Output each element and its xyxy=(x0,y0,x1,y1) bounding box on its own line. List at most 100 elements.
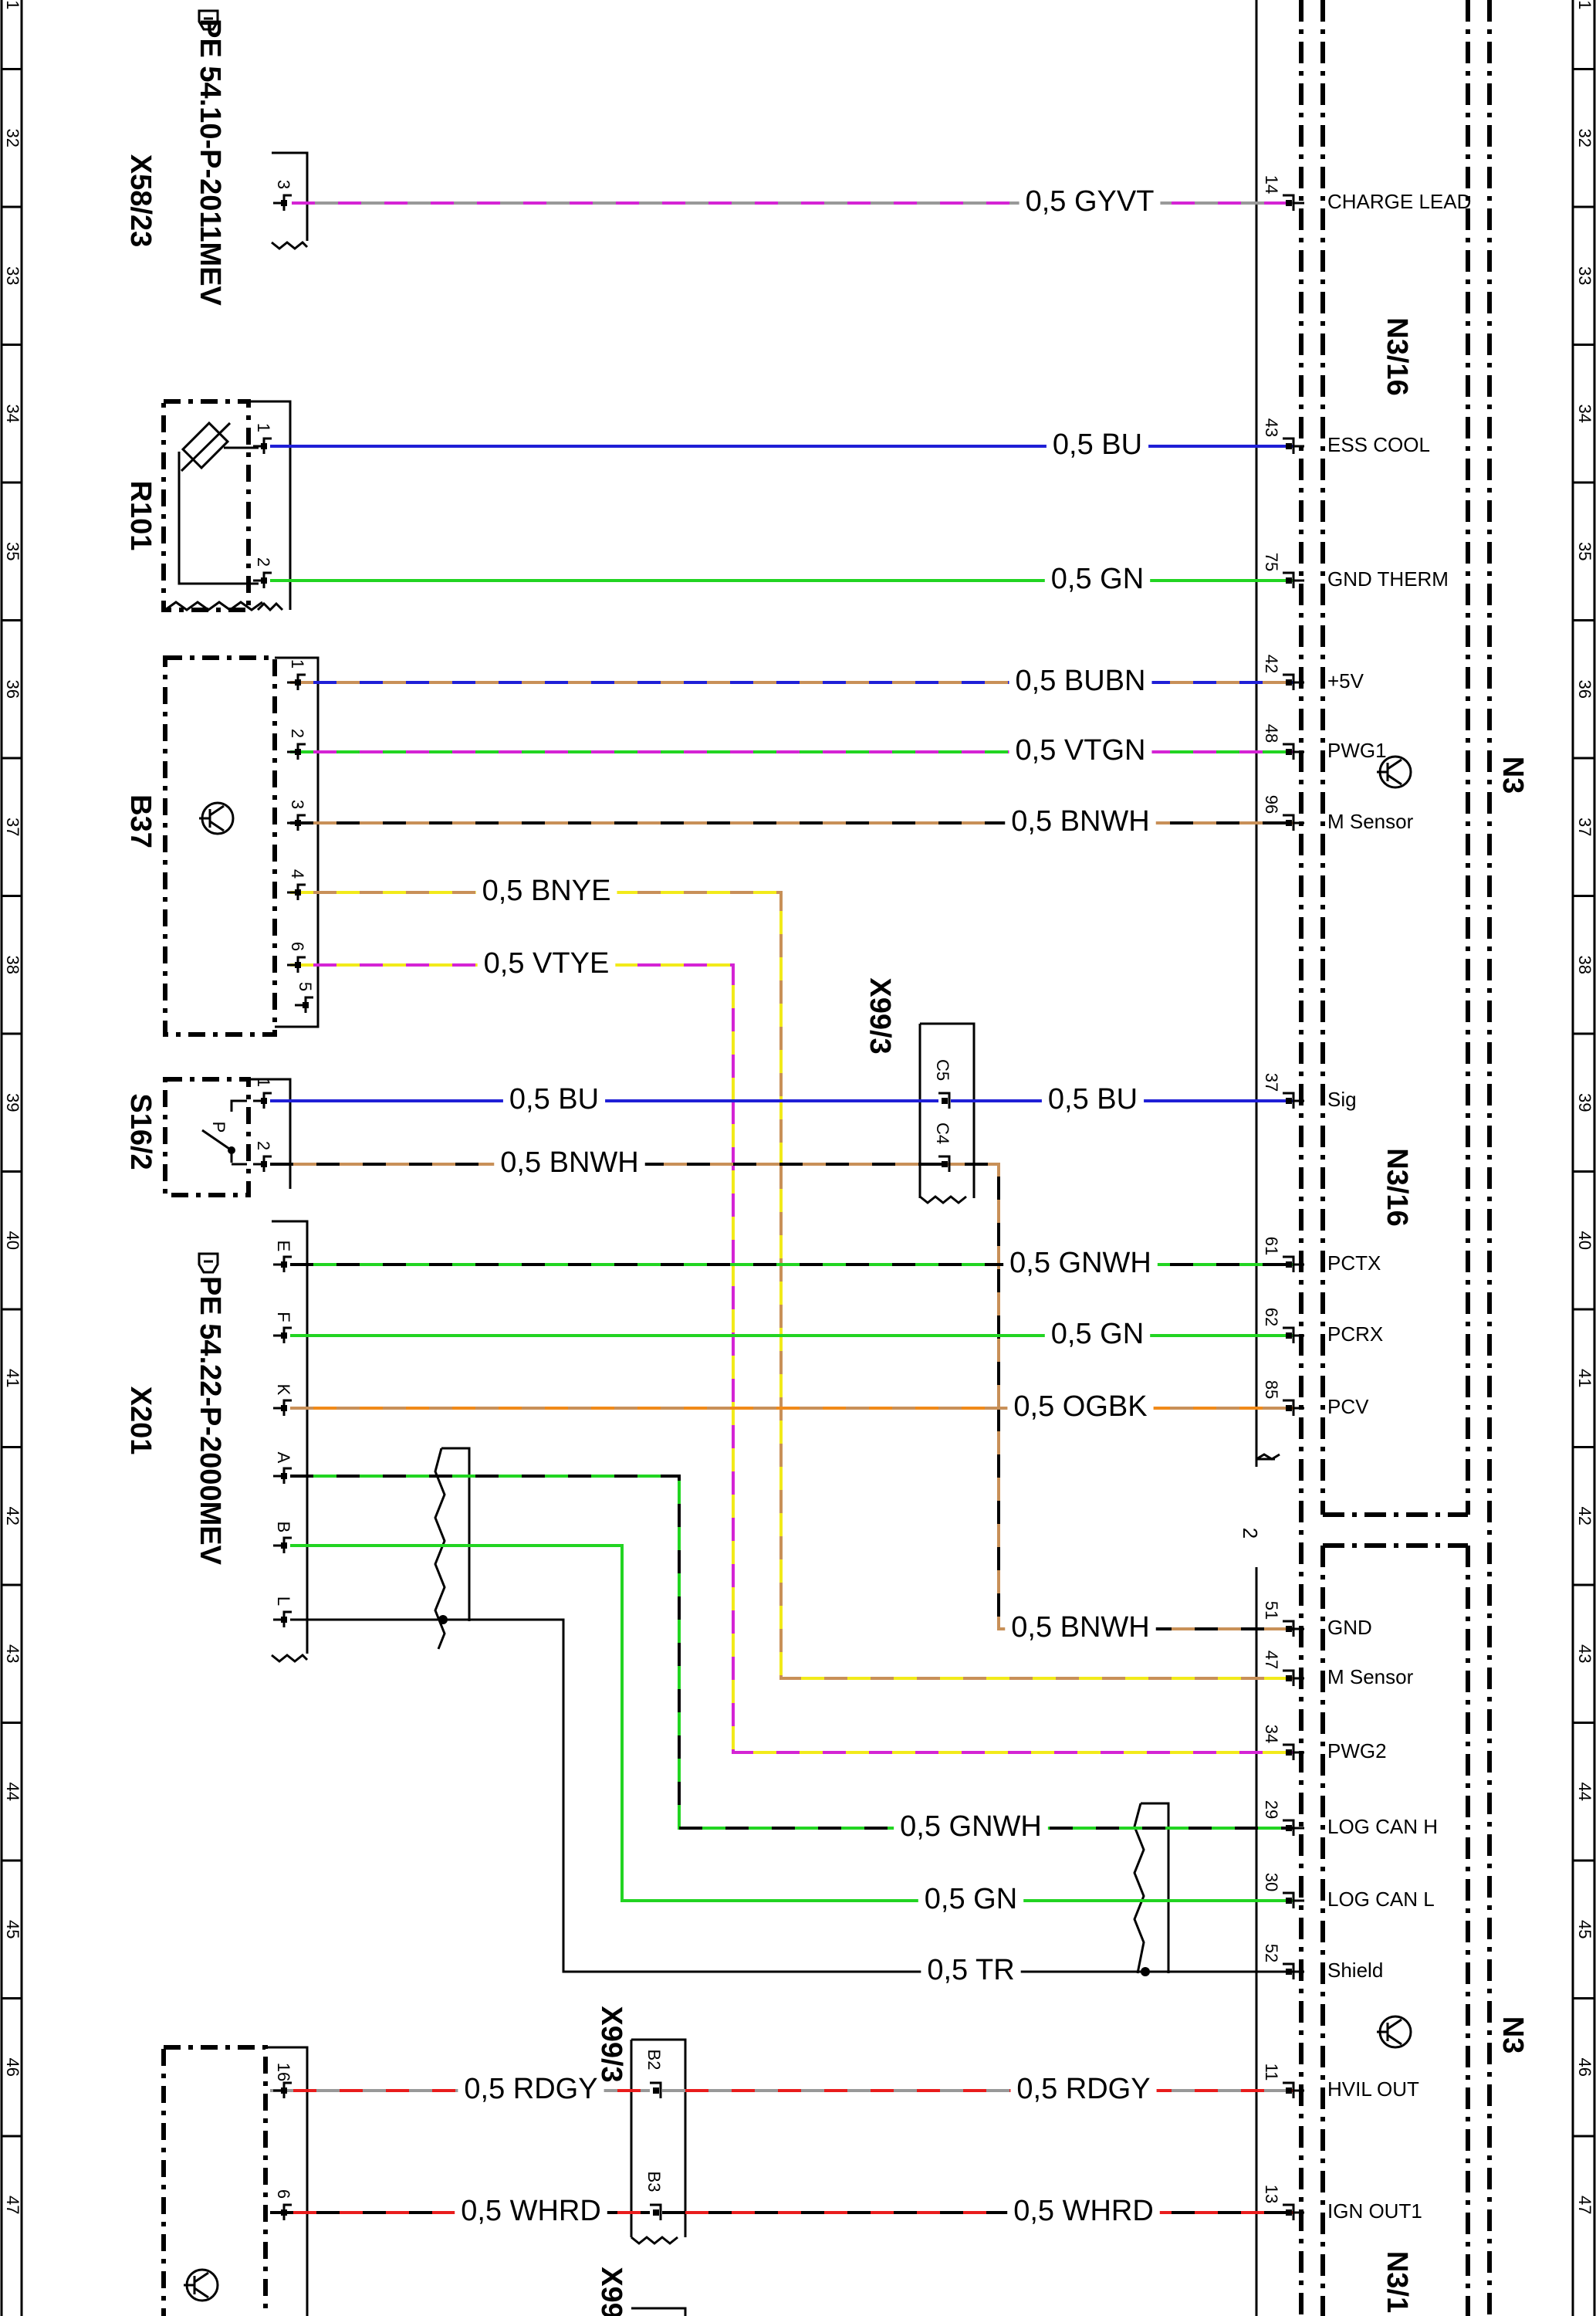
wire-label: 0,5 RDGY xyxy=(1016,2073,1150,2105)
ecu-signal-name: GND THERM xyxy=(1327,567,1449,591)
wire-label-bg xyxy=(918,1884,1024,1918)
left-component-outlines xyxy=(161,151,1258,2316)
wire-label-bg xyxy=(494,1147,645,1181)
zone-number: 46 xyxy=(3,2058,22,2077)
pin-label: A xyxy=(274,1452,293,1464)
zone-number: 33 xyxy=(3,266,22,285)
zone-number: 32 xyxy=(3,129,22,147)
zone-number: 31 xyxy=(3,0,22,9)
ecu-pin-number: 47 xyxy=(1262,1651,1281,1669)
wire-label: 0,5 WHRD xyxy=(461,2195,601,2227)
transistor-icon xyxy=(184,2268,219,2302)
ecu-signal-name: M Sensor xyxy=(1327,1665,1414,1688)
ecu-signal-name: PCV xyxy=(1327,1395,1369,1418)
ecu-pin-number: 75 xyxy=(1262,553,1281,571)
pin-label: 4 xyxy=(288,869,307,879)
ecu-signal-name: PWG2 xyxy=(1327,1739,1387,1762)
pin-label: 16 xyxy=(274,2063,293,2081)
component-label: N3 xyxy=(1496,2016,1529,2054)
junction-dot xyxy=(438,1615,448,1624)
component-label: N3/16 xyxy=(1381,317,1413,395)
wire-label-bg xyxy=(502,1084,606,1118)
ecu-pin-number: 42 xyxy=(1262,655,1281,673)
component-label: N3/1 xyxy=(1381,2251,1413,2313)
ecu-pin-number: 29 xyxy=(1262,1800,1281,1819)
wire-label-bg xyxy=(475,875,617,909)
pin-label: 5 xyxy=(296,982,315,991)
ecu-signal-name: M Sensor xyxy=(1327,810,1414,833)
zone-number: 37 xyxy=(3,818,22,836)
component-label: X201 xyxy=(124,1387,157,1455)
component-label: R101 xyxy=(124,481,157,551)
wire-shield xyxy=(290,1618,1293,1973)
ecu-pin-number: 11 xyxy=(1262,2064,1281,2081)
left-pin-b37: 5 xyxy=(295,982,315,1013)
pin-label: B xyxy=(274,1522,293,1533)
wire-label: 0,5 BNWH xyxy=(1011,1611,1149,1644)
ecu-signal-name: CHARGE LEAD xyxy=(1327,190,1471,213)
ecu-pin-47: 47 M Sensor xyxy=(1262,1651,1413,1688)
zone-number: 35 xyxy=(1575,542,1594,560)
reference-note: PE 54.10-P-2011MEV xyxy=(194,19,226,306)
wire-label-bg xyxy=(1009,665,1152,699)
pin-label: 3 xyxy=(288,800,307,809)
twist-shield-marks xyxy=(434,1447,1170,1974)
wire-label: 0,5 GYVT xyxy=(1026,185,1155,218)
ecu-pin-42: 42 +5V xyxy=(1262,655,1364,692)
zone-number: 33 xyxy=(1575,266,1594,285)
wire-label: 0,5 BNWH xyxy=(1011,805,1149,838)
pin-label: 1 xyxy=(254,423,273,432)
left-pin-x201: K xyxy=(273,1384,293,1416)
wire-label-bg xyxy=(1007,2196,1160,2230)
wire-label: 0,5 TR xyxy=(927,1954,1014,1986)
left-pin-b37: 4 xyxy=(287,869,307,900)
component-label: X58/23 xyxy=(124,154,157,247)
wire-label-bg xyxy=(458,2074,604,2108)
zone-number: 41 xyxy=(3,1369,22,1387)
zone-number: 42 xyxy=(1575,1507,1594,1525)
reference-note: PE 54.22-P-2000MEV xyxy=(194,1276,226,1566)
ecu-signal-name: IGN OUT1 xyxy=(1327,2199,1422,2223)
pin-label: L xyxy=(274,1596,293,1606)
block-marker: 2 xyxy=(1239,1528,1262,1539)
ecu-pin-number: 48 xyxy=(1262,724,1281,743)
inline-pin-label: B2 xyxy=(644,2050,664,2071)
inline-pin-label: B3 xyxy=(644,2172,664,2192)
transistor-icon xyxy=(1377,2015,1412,2049)
wire-label: 0,5 BU xyxy=(1048,1083,1138,1116)
left-pin-r101: 2 xyxy=(253,557,273,588)
ecu-signal-name: PWG1 xyxy=(1327,739,1387,762)
wire-label-bg xyxy=(1009,735,1152,769)
zone-number: 36 xyxy=(3,680,22,699)
component-label: S16/2 xyxy=(124,1093,157,1170)
wire-label: 0,5 VTGN xyxy=(1016,734,1146,767)
zone-number: 43 xyxy=(3,1644,22,1663)
left-pin-x201: A xyxy=(273,1452,293,1484)
left-pin-b37: 1 xyxy=(287,659,307,690)
reference-hand-icon xyxy=(198,1252,219,1274)
zone-number: 44 xyxy=(1575,1783,1594,1801)
left-pin-x201: E xyxy=(273,1241,293,1272)
component-label: X99 xyxy=(595,2267,627,2316)
ecu-pin-number: 37 xyxy=(1262,1073,1281,1092)
ecu-signal-name: +5V xyxy=(1327,669,1364,692)
zone-number: 45 xyxy=(1575,1920,1594,1938)
ecu-pin-number: 30 xyxy=(1262,1873,1281,1891)
ecu-pin-number: 13 xyxy=(1262,2185,1281,2203)
transistor-icon xyxy=(199,801,235,835)
zone-number: 43 xyxy=(1575,1644,1594,1663)
wire-label-bg xyxy=(1005,1612,1156,1646)
n3-outline xyxy=(1255,0,1492,2316)
wire-label-bg xyxy=(1010,2074,1157,2108)
ecu-signal-name: LOG CAN L xyxy=(1327,1888,1435,1911)
wire-label-bg xyxy=(921,1955,1021,1989)
